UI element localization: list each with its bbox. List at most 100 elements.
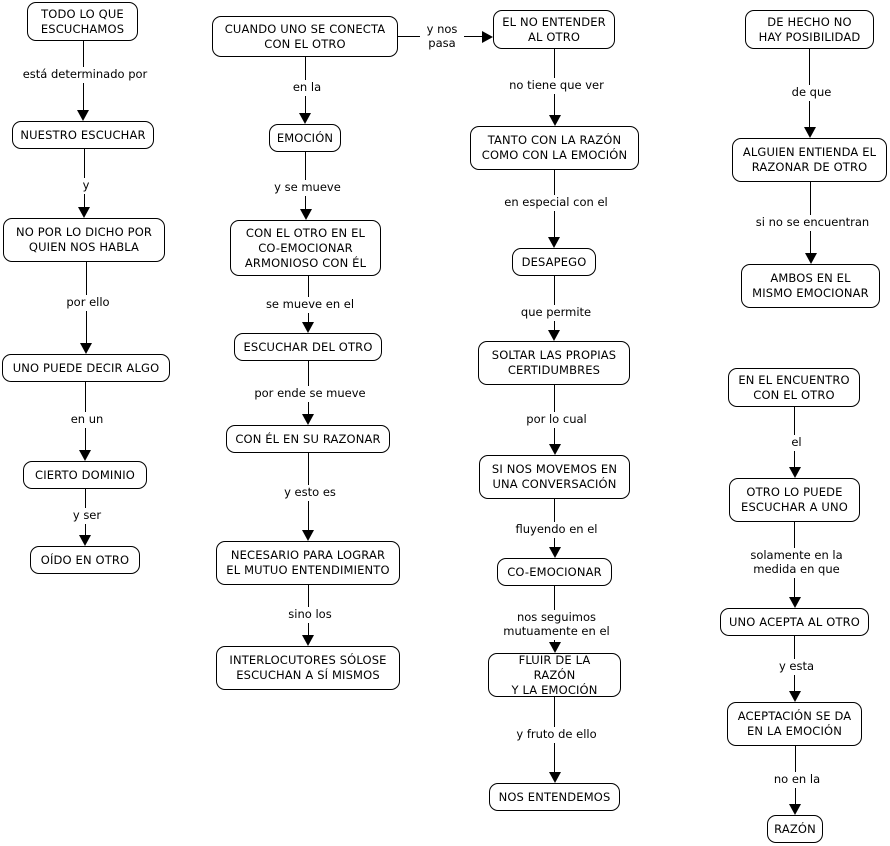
link-label-se-mueve-en-el: se mueve en el	[218, 297, 402, 311]
connector-line	[554, 697, 555, 727]
concept-node-alguien-entienda-el-razonar-de-otro[interactable]: ALGUIEN ENTIENDA EL RAZONAR DE OTRO	[732, 138, 887, 182]
link-label-y-ser: y ser	[0, 508, 179, 522]
concept-node-oido-en-otro[interactable]: OÍDO EN OTRO	[30, 546, 140, 574]
link-label-no-tiene-que-ver: no tiene que ver	[464, 78, 649, 92]
connector-line	[554, 743, 555, 772]
connector-line	[304, 57, 306, 80]
concept-node-soltar-las-propias-certidumbres[interactable]: SOLTAR LAS PROPIAS CERTIDUMBRES	[478, 341, 630, 385]
concept-node-cuando-uno-se-conecta-con-el-otro[interactable]: CUANDO UNO SE CONECTA CON EL OTRO	[212, 16, 398, 57]
connector-line	[84, 524, 86, 535]
arrowhead-down-icon	[548, 547, 561, 558]
concept-node-necesario-para-lograr-el-mutuo-entendimiento[interactable]: NECESARIO PARA LOGRAR EL MUTUO ENTENDIMI…	[216, 541, 400, 585]
concept-node-si-nos-movemos-en-una-conversacion[interactable]: SI NOS MOVEMOS EN UNA CONVERSACIÓN	[479, 455, 630, 499]
connector-line	[553, 321, 555, 330]
concept-node-escuchar-del-otro[interactable]: ESCUCHAR DEL OTRO	[234, 333, 382, 361]
connector-line	[84, 489, 86, 508]
link-label-y-esta: y esta	[704, 659, 889, 673]
connector-line	[554, 640, 555, 642]
arrowhead-down-icon	[79, 535, 91, 546]
concept-node-desapego[interactable]: DESAPEGO	[512, 248, 596, 276]
concept-node-con-el-en-su-razonar[interactable]: CON ÉL EN SU RAZONAR	[226, 425, 390, 453]
connector-line	[553, 170, 555, 195]
arrowhead-down-icon	[80, 343, 92, 354]
connector-line	[84, 428, 86, 450]
link-label-y-nos-pasa: y nos pasa	[420, 22, 464, 50]
connector-line	[809, 49, 810, 85]
connector-line	[810, 182, 811, 215]
link-label-el: el	[704, 435, 889, 449]
concept-node-interlocutores-solose-escuchan-a-si-mismos[interactable]: INTERLOCUTORES SÓLOSE ESCUCHAN A SÍ MISM…	[216, 646, 400, 690]
concept-node-el-no-entender-al-otro[interactable]: EL NO ENTENDER AL OTRO	[493, 10, 615, 49]
connector-line	[794, 451, 795, 467]
connector-line	[553, 211, 555, 237]
concept-node-otro-lo-puede-escuchar-a-uno[interactable]: OTRO LO PUEDE ESCUCHAR A UNO	[729, 478, 860, 522]
connector-line	[810, 231, 811, 253]
link-label-si-no-se-encuentran: si no se encuentran	[720, 215, 890, 229]
arrowhead-down-icon	[804, 253, 817, 264]
connector-line	[794, 746, 796, 772]
arrowhead-down-icon	[78, 207, 90, 218]
connector-line	[554, 49, 555, 78]
concept-node-ambos-en-el-mismo-emocionar[interactable]: AMBOS EN EL MISMO EMOCIONAR	[741, 264, 880, 308]
arrowhead-down-icon	[77, 110, 89, 121]
connector-line	[794, 578, 795, 597]
connector-line	[85, 262, 87, 295]
concept-node-no-por-lo-dicho-por-quien-nos-habla[interactable]: NO POR LO DICHO POR QUIEN NOS HABLA	[3, 218, 165, 262]
link-label-por-ello: por ello	[0, 295, 180, 309]
concept-node-aceptacion-se-da-en-la-emocion[interactable]: ACEPTACIÓN SE DA EN LA EMOCIÓN	[727, 702, 862, 746]
connector-line	[794, 636, 795, 659]
concept-node-fluir-de-la-razon-y-la-emocion[interactable]: FLUIR DE LA RAZÓN Y LA EMOCIÓN	[488, 653, 621, 697]
arrowhead-down-icon	[788, 467, 801, 478]
concept-node-uno-acepta-al-otro[interactable]: UNO ACEPTA AL OTRO	[720, 608, 869, 636]
link-label-no-en-la: no en la	[705, 772, 889, 786]
arrowhead-down-icon	[79, 450, 91, 461]
concept-node-uno-puede-decir-algo[interactable]: UNO PUEDE DECIR ALGO	[2, 354, 170, 382]
connector-line	[305, 196, 306, 209]
connector-line	[794, 407, 795, 435]
concept-node-co-emocionar[interactable]: CO-EMOCIONAR	[497, 558, 612, 586]
arrowhead-down-icon	[302, 322, 314, 333]
concept-node-nos-entendemos[interactable]: NOS ENTENDEMOS	[489, 783, 620, 811]
arrowhead-down-icon	[803, 127, 816, 138]
link-label-sino-los: sino los	[218, 607, 402, 621]
connector-line	[794, 522, 795, 548]
concept-node-de-hecho-no-hay-posibilidad[interactable]: DE HECHO NO HAY POSIBILIDAD	[745, 10, 874, 49]
link-label-por-ende-se-mueve: por ende se mueve	[218, 386, 402, 400]
connector-line	[82, 41, 84, 67]
arrowhead-right-icon	[482, 30, 493, 43]
concept-node-nuestro-escuchar[interactable]: NUESTRO ESCUCHAR	[12, 121, 154, 149]
connector-line	[307, 585, 309, 607]
link-label-que-permite: que permite	[464, 305, 648, 319]
connector-line	[307, 276, 309, 297]
concept-node-todo-lo-que-escuchamos[interactable]: TODO LO QUE ESCUCHAMOS	[27, 2, 138, 41]
connector-line	[83, 149, 85, 178]
link-label-en-un: en un	[0, 412, 179, 426]
link-label-y-se-mueve: y se mueve	[215, 180, 400, 194]
link-label-y-fruto-de-ello: y fruto de ello	[464, 727, 649, 741]
link-label-de-que: de que	[719, 85, 890, 99]
connector-line	[307, 453, 309, 485]
connector-line	[809, 101, 810, 127]
concept-node-en-el-encuentro-con-el-otro[interactable]: EN EL ENCUENTRO CON EL OTRO	[728, 368, 860, 407]
arrowhead-down-icon	[302, 414, 314, 425]
concept-node-cierto-dominio[interactable]: CIERTO DOMINIO	[23, 461, 147, 489]
link-label-esta-determinado-por: está determinado por	[0, 67, 177, 81]
concept-node-emocion[interactable]: EMOCIÓN	[269, 124, 341, 152]
concept-node-con-el-otro-en-el-co-emocionar-armonioso-con[interactable]: CON EL OTRO EN EL CO-EMOCIONAR ARMONIOSO…	[230, 220, 381, 276]
connector-line	[85, 311, 87, 343]
link-label-y-esto-es: y esto es	[218, 485, 402, 499]
concept-node-razon[interactable]: RAZÓN	[767, 815, 823, 843]
connector-line	[554, 499, 555, 522]
connector-line	[305, 152, 306, 180]
connector-line	[553, 276, 555, 305]
connector-line	[398, 36, 420, 37]
connector-line	[554, 385, 555, 412]
connector-line	[304, 96, 306, 113]
concept-node-tanto-con-la-razon-como-con-la-emocion[interactable]: TANTO CON LA RAZÓN COMO CON LA EMOCIÓN	[470, 126, 639, 170]
connector-line	[794, 788, 796, 804]
connector-line	[307, 361, 309, 386]
link-label-en-la: en la	[215, 80, 399, 94]
connector-line	[307, 501, 309, 530]
arrowhead-down-icon	[548, 642, 561, 653]
connector-line	[554, 428, 555, 444]
